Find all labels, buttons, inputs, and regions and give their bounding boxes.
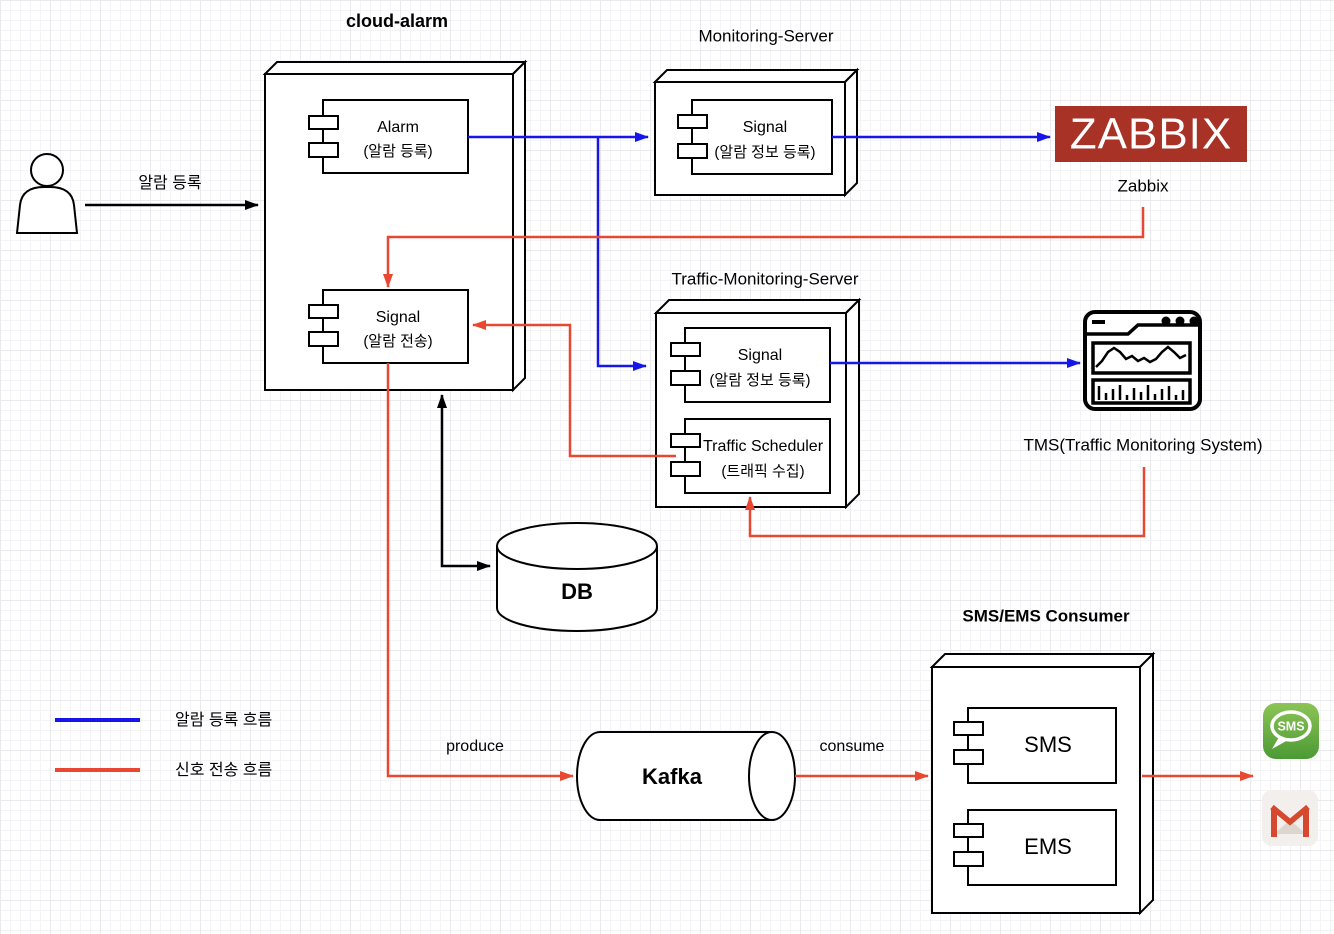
ems-component-name: EMS — [1024, 834, 1072, 859]
monitoring-signal-name: Signal — [743, 119, 787, 136]
traffic-server-title: Traffic-Monitoring-Server — [671, 269, 858, 288]
edge-alarm-to-traffic-signal — [596, 137, 647, 371]
alarm-component-sub: (알람 등록) — [363, 143, 432, 160]
traffic-scheduler-name: Traffic Scheduler — [703, 438, 824, 455]
monitoring-signal-component: Signal (알람 정보 등록) — [677, 99, 833, 175]
signal-send-component: Signal (알람 전송) — [308, 289, 469, 364]
legend-signal-flow-label: 신호 전송 흐름 — [175, 761, 272, 779]
edge-signal-to-kafka — [386, 363, 574, 781]
zabbix-logo-box — [1055, 106, 1247, 162]
traffic-scheduler-sub: (트래픽 수집) — [721, 463, 804, 480]
kafka-node: Kafka — [576, 731, 796, 821]
monitoring-server-title: Monitoring-Server — [698, 26, 833, 45]
alarm-component-name: Alarm — [377, 119, 419, 136]
edge-cloud-alarm-db — [437, 394, 491, 571]
monitoring-server-node: Monitoring-Server Signal (알람 정보 등록) — [652, 26, 860, 198]
legend: 알람 등록 흐름 신호 전송 흐름 — [55, 711, 272, 779]
tms-browser-icon — [1083, 310, 1202, 411]
zabbix-node: ZABBIX Zabbix — [1055, 106, 1247, 195]
ems-component: EMS — [953, 809, 1117, 886]
traffic-scheduler-component: Traffic Scheduler (트래픽 수집) — [670, 418, 831, 494]
actor-edge-label: 알람 등록 — [138, 174, 201, 192]
edge-tms-to-scheduler — [745, 467, 1146, 538]
alarm-component: Alarm (알람 등록) — [308, 99, 469, 174]
sms-component: SMS — [953, 707, 1117, 784]
cloud-alarm-title: cloud-alarm — [346, 11, 448, 31]
traffic-monitoring-server-node: Traffic-Monitoring-Server Signal (알람 정보 … — [653, 269, 862, 510]
cloud-alarm-node: cloud-alarm Alarm (알람 등록) Signal (알람 전송) — [262, 11, 528, 393]
user-actor-icon — [15, 153, 79, 234]
kafka-label: Kafka — [642, 764, 703, 789]
signal-send-component-sub: (알람 전송) — [363, 333, 432, 350]
sms-app-icon-text: SMS — [1277, 719, 1304, 733]
gmail-icon — [1262, 790, 1318, 846]
tms-node: TMS(Traffic Monitoring System) — [1024, 310, 1263, 454]
zabbix-caption: Zabbix — [1117, 176, 1169, 195]
consume-label: consume — [820, 738, 885, 755]
produce-label: produce — [446, 738, 504, 755]
sms-app-icon: SMS — [1263, 703, 1319, 759]
legend-alarm-flow-label: 알람 등록 흐름 — [175, 711, 272, 729]
edge-zabbix-to-signal — [383, 207, 1145, 288]
monitoring-signal-sub: (알람 정보 등록) — [714, 144, 815, 161]
tms-caption: TMS(Traffic Monitoring System) — [1024, 435, 1263, 454]
edge-scheduler-to-signal — [472, 320, 676, 458]
traffic-signal-sub: (알람 정보 등록) — [709, 372, 810, 389]
sms-ems-consumer-node: SMS/EMS Consumer SMS EMS — [929, 606, 1156, 916]
db-label: DB — [561, 579, 593, 604]
traffic-signal-component: Signal (알람 정보 등록) — [670, 327, 831, 403]
traffic-signal-name: Signal — [738, 347, 782, 364]
zabbix-logo-text: ZABBIX — [1070, 110, 1233, 159]
tms-bar-chart-glyph — [1097, 385, 1185, 400]
db-node: DB — [496, 522, 658, 632]
signal-send-component-name: Signal — [376, 309, 420, 326]
sms-component-name: SMS — [1024, 732, 1072, 757]
consumer-title: SMS/EMS Consumer — [962, 606, 1130, 625]
